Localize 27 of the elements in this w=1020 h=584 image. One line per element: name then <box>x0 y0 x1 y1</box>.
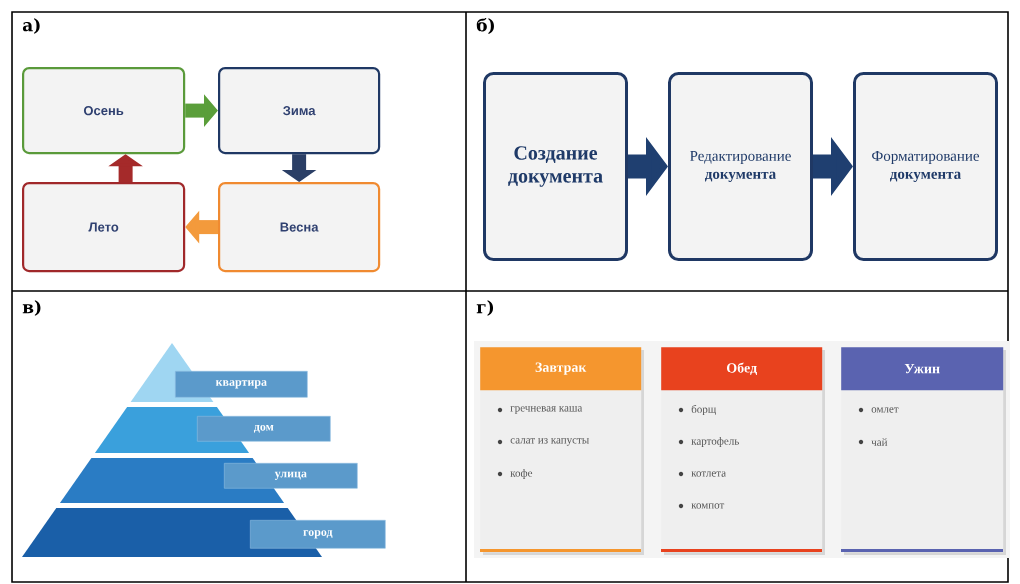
list-item: котлета <box>678 471 726 477</box>
season-box: Весна <box>218 182 381 273</box>
card-header: Завтрак <box>480 347 642 391</box>
card-header: Ужин <box>841 347 1004 391</box>
list-item: борщ <box>678 404 716 416</box>
panel-label: в) <box>22 300 41 316</box>
list-item: картофель <box>678 437 739 447</box>
label-bar: квартира <box>175 371 308 398</box>
panel-label: б) <box>476 18 494 34</box>
list-item: салат из капусты <box>497 438 589 446</box>
label-bar: дом <box>197 416 331 442</box>
label-bar: улица <box>224 463 358 489</box>
list-item: гречневая каша <box>497 406 583 414</box>
season-box: Осень <box>22 67 186 155</box>
label-bar: город <box>250 520 386 549</box>
panel-label: г) <box>476 300 494 316</box>
panel-label: а) <box>22 18 40 34</box>
process-box: Создание документа <box>483 72 628 261</box>
list-item: омлет <box>858 407 899 413</box>
season-box: Лето <box>22 182 186 273</box>
process-box: Редактирование документа <box>668 72 813 261</box>
season-box: Зима <box>218 67 381 155</box>
process-box: Форматирование документа <box>853 72 998 261</box>
list-item: компот <box>678 503 725 509</box>
card-header: Обед <box>661 347 823 391</box>
list-item: кофе <box>497 469 533 479</box>
list-item: чай <box>858 438 888 446</box>
